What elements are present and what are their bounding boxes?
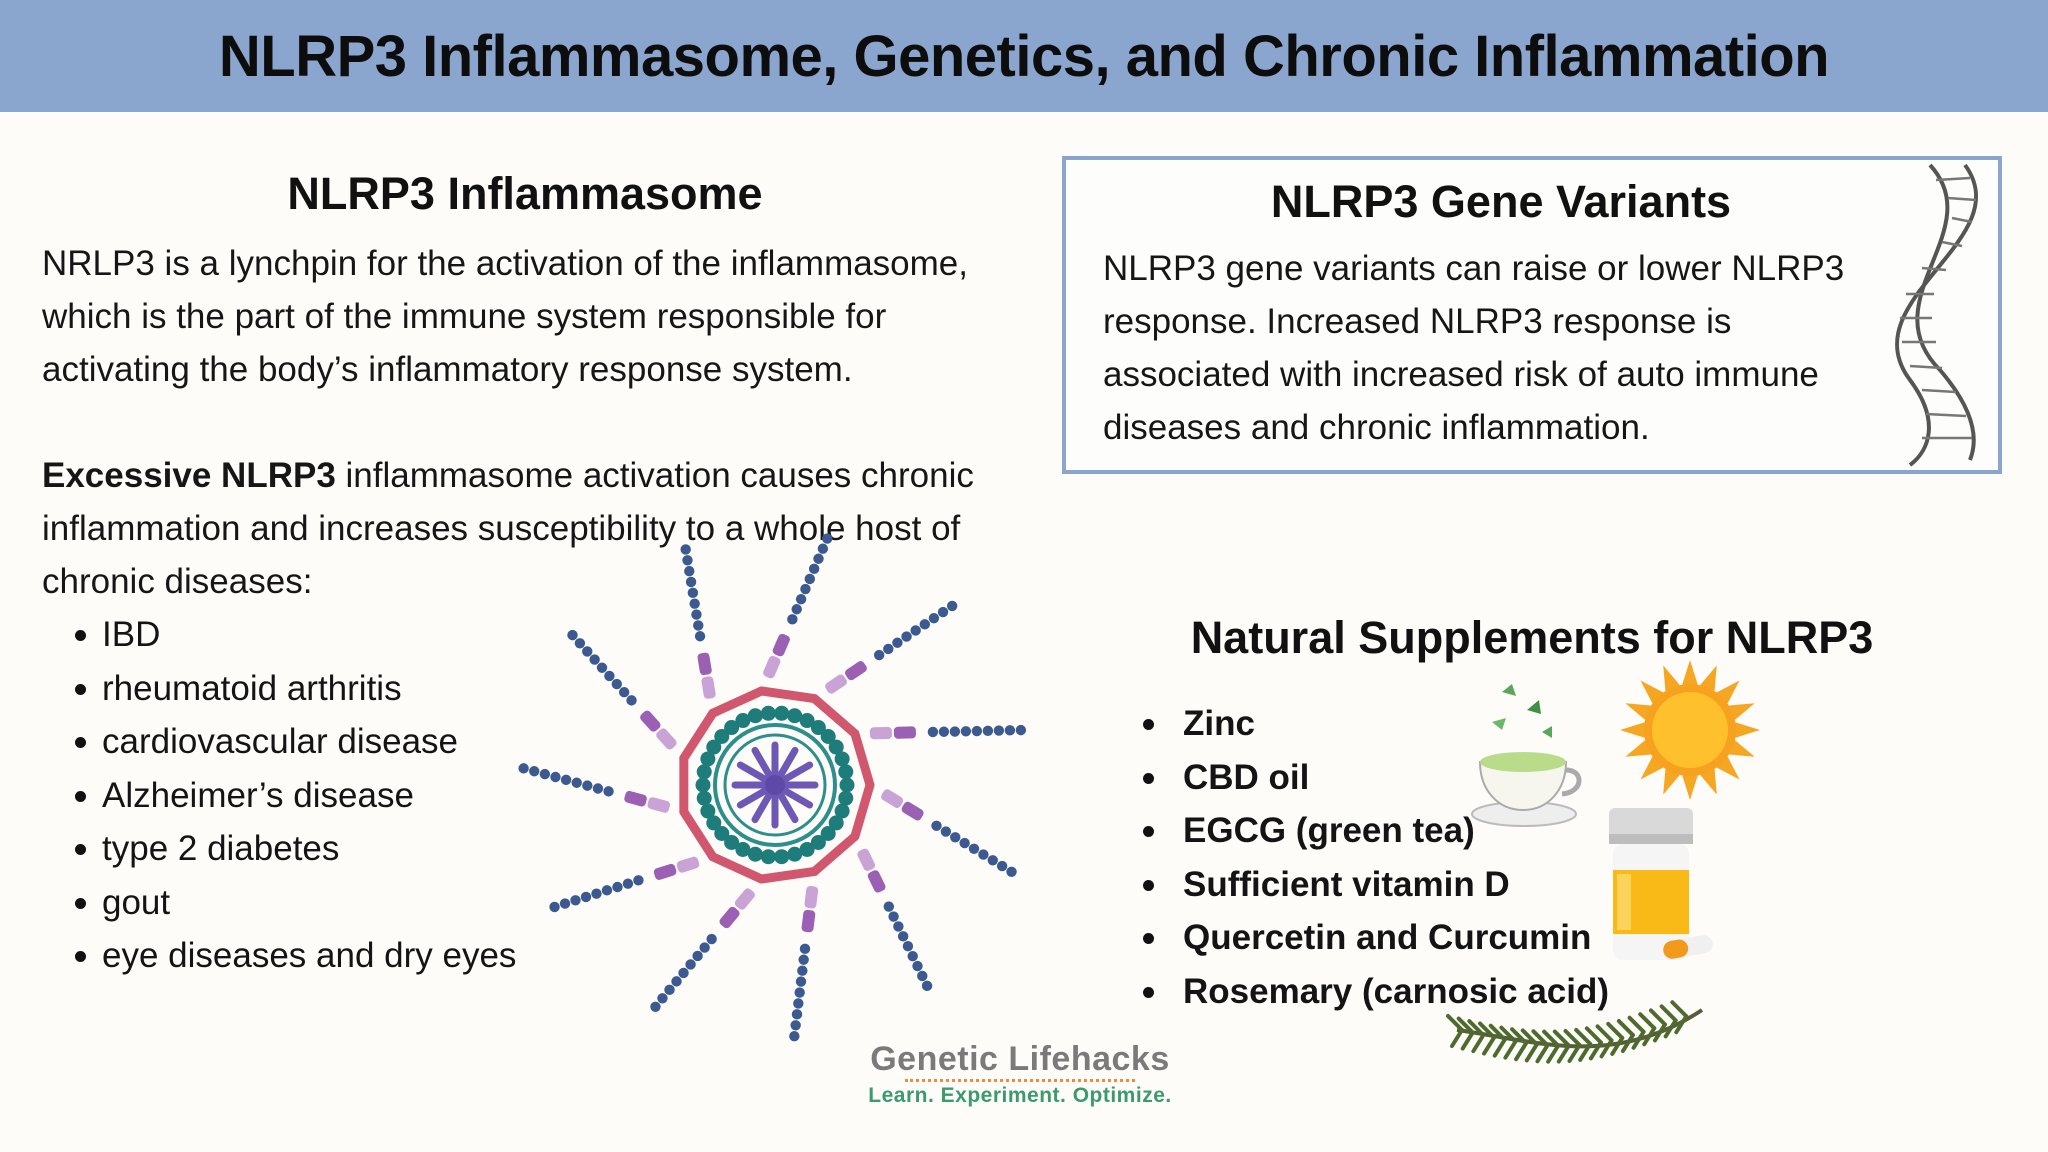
green-tea-icon — [1471, 684, 1582, 827]
logo-tagline: Learn. Experiment. Optimize. — [868, 1084, 1172, 1107]
supplements-title: Natural Supplements for NLRP3 — [1190, 612, 1874, 663]
supplement-item: Zinc — [1143, 697, 1703, 751]
excess-bold-text: Excessive NLRP3 — [42, 456, 336, 495]
disease-item: rheumatoid arthritis — [30, 662, 590, 716]
sun-icon — [1620, 660, 1760, 800]
inflammasome-title: NLRP3 Inflammasome — [287, 168, 763, 219]
inflammasome-intro: NRLP3 is a lynchpin for the activation o… — [42, 244, 968, 389]
disease-item: cardiovascular disease — [30, 715, 590, 769]
disease-item: type 2 diabetes — [30, 822, 590, 876]
variants-text: NLRP3 gene variants can raise or lower N… — [1103, 249, 1845, 447]
disease-item: gout — [30, 876, 590, 930]
disease-item: Alzheimer’s disease — [30, 769, 590, 823]
supplement-item: Quercetin and Curcumin — [1143, 911, 1703, 965]
disease-item: eye diseases and dry eyes — [30, 929, 590, 983]
disease-list: IBD rheumatoid arthritis cardiovascular … — [30, 608, 590, 983]
inflammasome-illustration — [518, 533, 1027, 1042]
inflammasome-excess-text: Excessive NLRP3 inflammasome activation … — [42, 449, 1042, 608]
page-title: NLRP3 Inflammasome, Genetics, and Chroni… — [218, 23, 1830, 89]
header-banner: NLRP3 Inflammasome, Genetics, and Chroni… — [0, 0, 2048, 112]
excess-rest-text: inflammasome activation causes chronic i… — [42, 456, 974, 601]
vitamin-bottle-icon — [1609, 808, 1713, 960]
supplement-item: CBD oil — [1143, 751, 1703, 805]
supplement-item: Sufficient vitamin D — [1143, 858, 1703, 912]
variants-title: NLRP3 Gene Variants — [1270, 176, 1732, 227]
rosemary-sprig-icon — [1446, 1000, 1704, 1064]
logo-divider — [905, 1079, 1135, 1082]
dna-helix-icon — [1894, 163, 1979, 467]
gene-variants-box: NLRP3 Gene Variants NLRP3 gene variants … — [1062, 156, 2002, 474]
supplement-item: Rosemary (carnosic acid) — [1143, 965, 1703, 1019]
disease-item: IBD — [30, 608, 590, 662]
logo-brand: Genetic Lifehacks — [870, 1040, 1170, 1078]
supplement-list: Zinc CBD oil EGCG (green tea) Sufficient… — [1143, 697, 1703, 1018]
supplement-item: EGCG (green tea) — [1143, 804, 1703, 858]
genetic-lifehacks-logo: Genetic Lifehacks Learn. Experiment. Opt… — [820, 1040, 1220, 1108]
